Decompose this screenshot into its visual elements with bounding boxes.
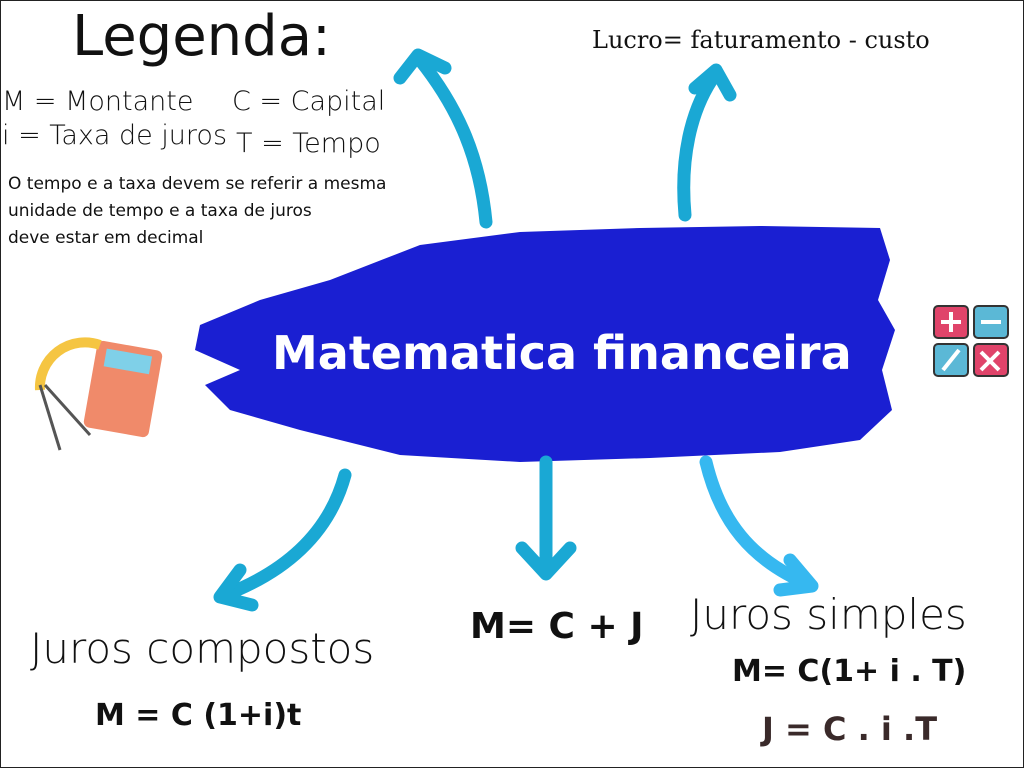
legend-capital: C = Capital bbox=[232, 86, 386, 117]
juros-simples-title: Juros simples bbox=[690, 590, 967, 639]
legend-title: Legenda: bbox=[72, 4, 331, 69]
juros-simples-juros-formula: J = C . i .T bbox=[762, 710, 938, 748]
arrow-to-lucro-head bbox=[688, 63, 737, 102]
legend-taxa: i = Taxa de juros bbox=[2, 120, 228, 151]
montante-formula: M= C + J bbox=[470, 606, 644, 647]
legend-note: O tempo e a taxa devem se referir a mesm… bbox=[8, 171, 428, 252]
arrow-to-simples-head bbox=[773, 553, 819, 597]
legend-montante: M = Montante bbox=[2, 86, 194, 117]
math-operators-icon bbox=[933, 305, 1009, 377]
calculator-icon bbox=[34, 337, 163, 451]
center-title: Matematica financeira bbox=[272, 326, 852, 380]
note-line: deve estar em decimal bbox=[8, 228, 204, 248]
arrow-to-montante-head bbox=[515, 541, 577, 581]
note-line: O tempo e a taxa devem se referir a mesm… bbox=[8, 174, 387, 194]
arrow-to-compostos bbox=[218, 468, 352, 602]
arrow-to-lucro bbox=[677, 68, 722, 222]
arrow-to-legend bbox=[413, 53, 493, 229]
note-line: unidade de tempo e a taxa de juros bbox=[8, 201, 312, 221]
juros-compostos-formula: M = C (1+i)t bbox=[95, 698, 302, 733]
lucro-formula: Lucro= faturamento - custo bbox=[592, 26, 930, 54]
arrow-to-simples bbox=[699, 455, 817, 592]
legend-tempo: T = Tempo bbox=[236, 128, 381, 159]
arrow-to-legend-head bbox=[393, 48, 452, 85]
arrow-to-compostos-head bbox=[213, 563, 259, 612]
center-brush-blob bbox=[195, 226, 895, 462]
juros-compostos-title: Juros compostos bbox=[30, 624, 375, 673]
juros-simples-montante-formula: M= C(1+ i . T) bbox=[732, 654, 967, 689]
